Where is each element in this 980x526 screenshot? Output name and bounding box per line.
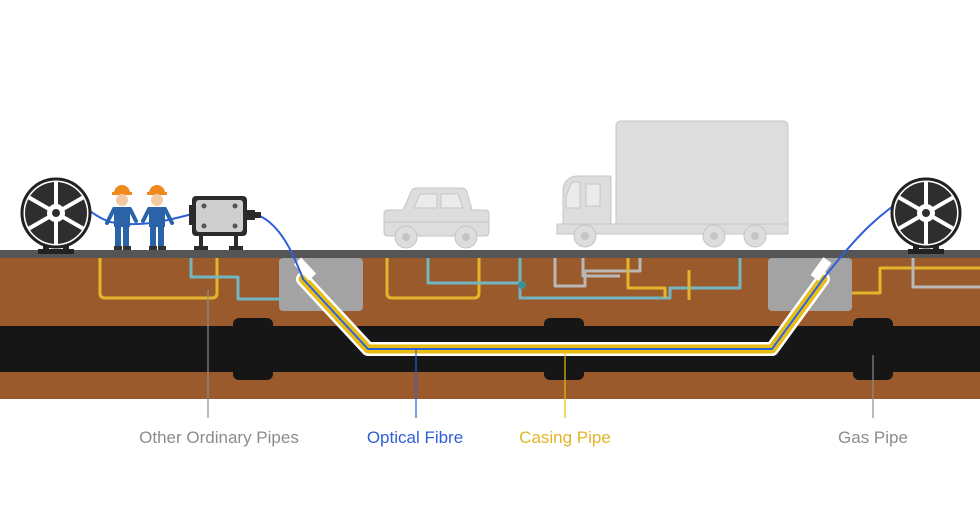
truck-icon: [556, 120, 789, 248]
road-surface: [0, 250, 980, 258]
winch-machine-icon: [189, 196, 261, 250]
exit-pit: [768, 258, 852, 311]
cable-reel-icon: [890, 177, 962, 254]
gas-pipe-joint: [233, 318, 273, 380]
casing-end-cap: [810, 257, 832, 281]
worker-icon: [105, 185, 138, 250]
other-ordinary-pipes: [98, 258, 980, 301]
casing-pipe-label: Casing Pipe: [519, 428, 611, 447]
casing-end-cap: [293, 257, 317, 281]
other-ordinary-pipes-label: Other Ordinary Pipes: [139, 428, 299, 447]
leader-lines: [207, 290, 874, 418]
car-icon: [383, 187, 490, 249]
gas-pipe: [0, 318, 980, 380]
gas-pipe-joint: [853, 318, 893, 380]
optical-fibre-label: Optical Fibre: [366, 428, 464, 447]
gas-pipe-label: Gas Pipe: [838, 428, 908, 447]
worker-icon: [141, 185, 174, 250]
cable-reel-icon: [20, 177, 92, 254]
